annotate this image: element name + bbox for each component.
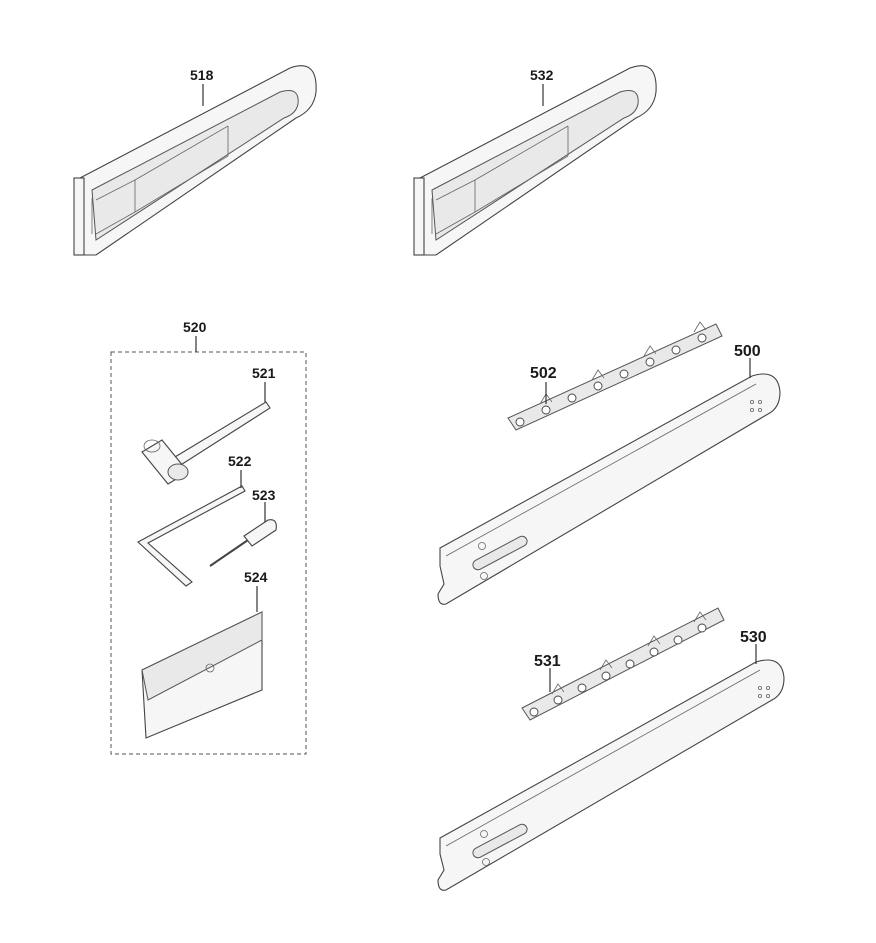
label-518: 518 xyxy=(190,67,214,83)
label-523: 523 xyxy=(252,487,276,503)
bar-cover-532 xyxy=(413,65,657,256)
bar-cover-518 xyxy=(73,65,317,256)
label-502: 502 xyxy=(530,365,557,382)
screwdriver-523 xyxy=(209,519,277,567)
tool-kit-box xyxy=(110,351,307,755)
label-500: 500 xyxy=(734,343,761,360)
label-524: 524 xyxy=(244,569,268,585)
guide-bar-530 xyxy=(437,659,785,891)
combination-wrench-521 xyxy=(141,401,271,485)
label-521: 521 xyxy=(252,365,276,381)
hex-key-522 xyxy=(137,485,246,587)
label-520: 520 xyxy=(183,319,207,335)
label-531: 531 xyxy=(534,653,561,670)
saw-chain-531 xyxy=(521,607,725,721)
label-522: 522 xyxy=(228,453,252,469)
file-pouch-524 xyxy=(141,611,263,739)
label-532: 532 xyxy=(530,67,554,83)
label-530: 530 xyxy=(740,629,767,646)
guide-bar-500 xyxy=(437,373,781,605)
saw-chain-502 xyxy=(507,321,723,431)
